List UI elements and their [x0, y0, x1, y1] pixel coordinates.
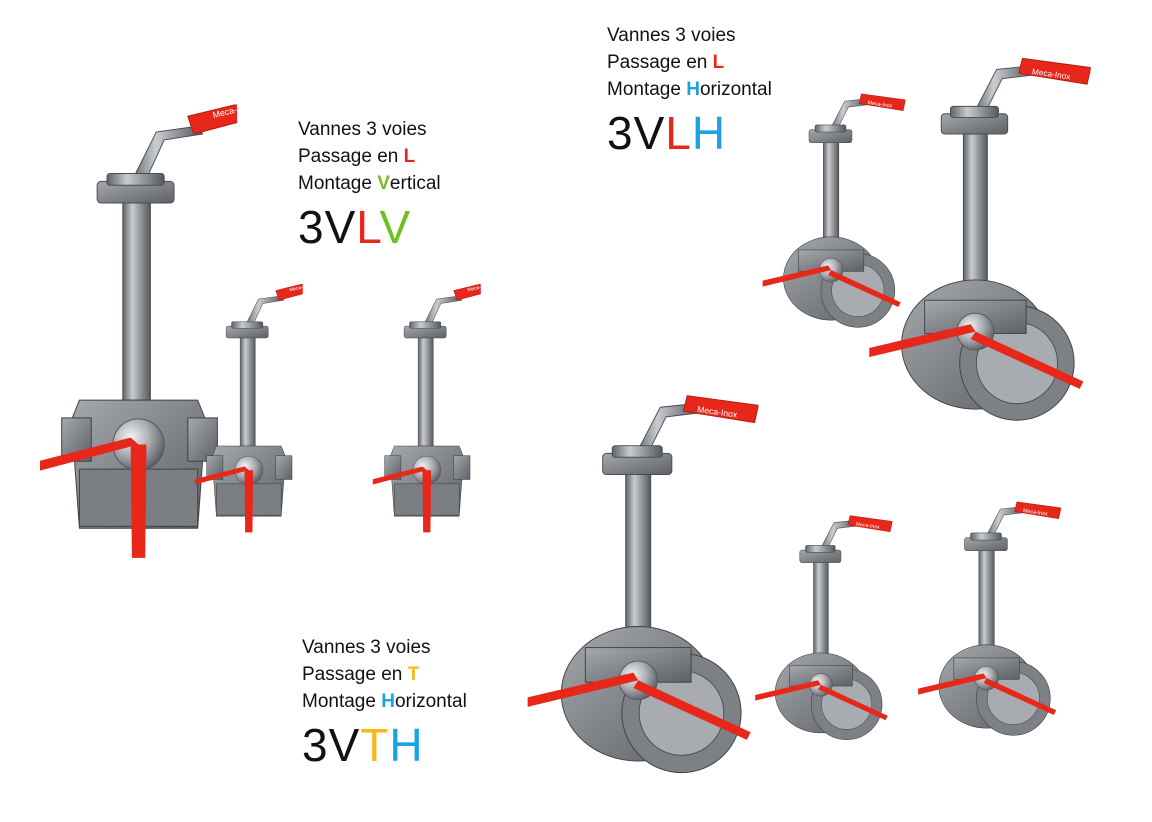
passage-letter: L: [712, 52, 725, 73]
passage-letter: T: [407, 664, 420, 685]
mounting-prefix: Montage: [298, 173, 378, 194]
product-code: 3VLH: [607, 107, 772, 159]
passage-prefix: Passage en: [298, 146, 404, 167]
passage-line: Passage en L: [298, 143, 441, 170]
code-letter-2: H: [389, 719, 424, 771]
group-title: Vannes 3 voies: [298, 119, 427, 140]
valve-3vlv-small-1-image: [194, 284, 303, 533]
label-group-3vlh: Vannes 3 voies Passage en L Montage Hori…: [607, 22, 772, 159]
passage-line: Passage en T: [302, 661, 467, 688]
valve-3vth-small-2-image: [918, 501, 1061, 736]
valve-3vth-large-image: [527, 395, 759, 774]
mounting-rest: orizontal: [394, 691, 467, 712]
mounting-letter: H: [381, 691, 395, 712]
mounting-line: Montage Horizontal: [607, 76, 772, 103]
mounting-rest: orizontal: [699, 79, 772, 100]
valve-3vlh-large-image: [869, 57, 1091, 421]
mounting-letter: H: [686, 79, 700, 100]
product-code: 3VLV: [298, 201, 441, 253]
label-group-3vth: Vannes 3 voies Passage en T Montage Hori…: [302, 634, 467, 771]
group-title: Vannes 3 voies: [607, 25, 736, 46]
passage-prefix: Passage en: [302, 664, 408, 685]
mounting-rest: ertical: [389, 173, 441, 194]
code-letter-2: V: [379, 201, 412, 253]
mounting-line: Montage Vertical: [298, 170, 441, 197]
valve-3vth-small-1-image: [755, 515, 893, 741]
valve-3vlv-small-2-image: [372, 284, 481, 533]
passage-line: Passage en L: [607, 49, 772, 76]
code-prefix: 3V: [607, 107, 666, 159]
passage-letter: L: [403, 146, 416, 167]
mounting-prefix: Montage: [302, 691, 382, 712]
product-code: 3VTH: [302, 719, 467, 771]
code-letter-1: T: [360, 719, 390, 771]
label-group-3vlv: Vannes 3 voies Passage en L Montage Vert…: [298, 116, 441, 253]
mounting-prefix: Montage: [607, 79, 687, 100]
code-prefix: 3V: [298, 201, 357, 253]
group-title: Vannes 3 voies: [302, 637, 431, 658]
code-letter-1: L: [356, 201, 380, 253]
mounting-letter: V: [377, 173, 390, 194]
code-letter-1: L: [665, 107, 692, 159]
passage-prefix: Passage en: [607, 52, 713, 73]
code-letter-2: H: [691, 107, 727, 159]
mounting-line: Montage Horizontal: [302, 688, 467, 715]
code-prefix: 3V: [302, 719, 361, 771]
